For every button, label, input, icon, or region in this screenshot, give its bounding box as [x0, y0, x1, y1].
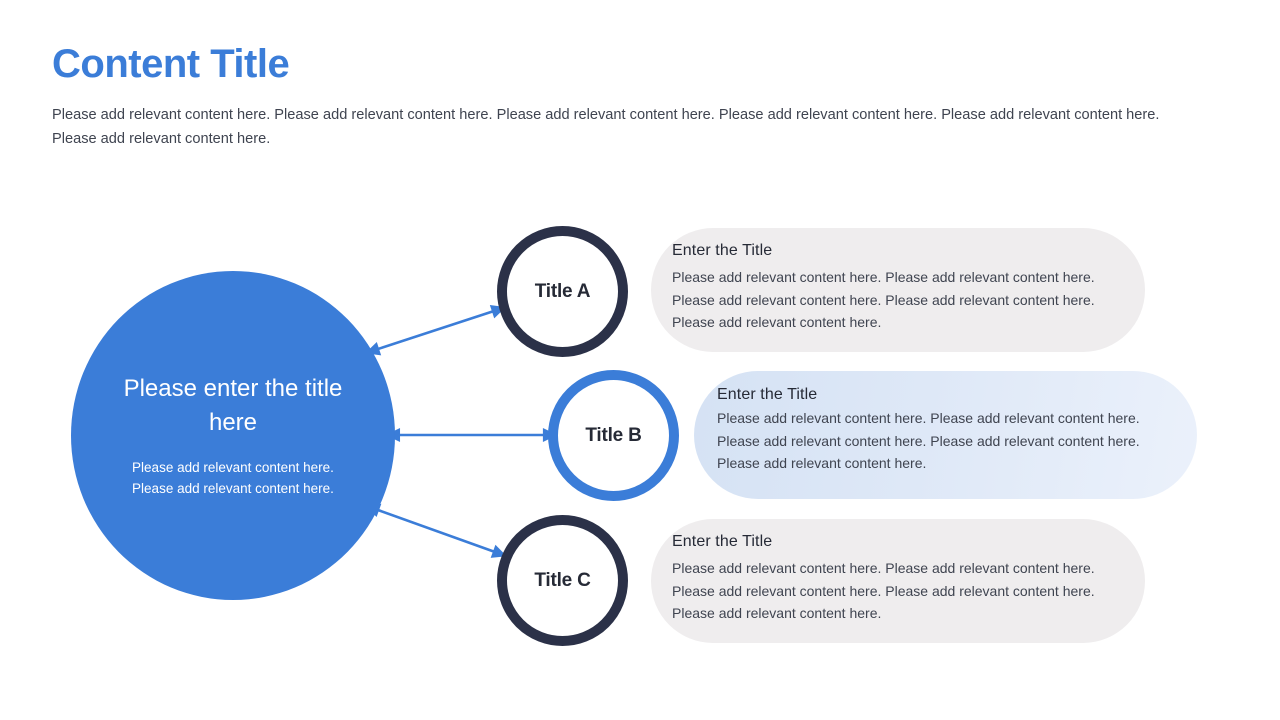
panel-body-a: Please add relevant content here. Please… — [672, 269, 1095, 331]
panel-title-a: Enter the Title — [672, 242, 773, 259]
hub-title: Please enter the title here — [123, 374, 343, 436]
page-title: Content Title — [52, 42, 290, 86]
node-label-a: Title A — [534, 280, 591, 302]
node-circle-b[interactable]: Title B — [548, 370, 679, 501]
panel-body-c: Please add relevant content here. Please… — [672, 560, 1095, 622]
node-circle-a[interactable]: Title A — [497, 226, 628, 357]
connector-arrow-a — [365, 304, 506, 356]
page-subtitle: Please add relevant content here. Please… — [52, 107, 1160, 147]
node-label-b: Title B — [585, 424, 642, 446]
content-panel-b[interactable]: Enter the Title Please add relevant cont… — [694, 371, 1197, 499]
hub-body: Please add relevant content here. Please… — [132, 460, 334, 496]
connector-arrow-c — [365, 503, 507, 558]
panel-title-c: Enter the Title — [672, 533, 773, 550]
node-label-c: Title C — [534, 569, 591, 591]
hub-circle[interactable]: Please enter the title here Please add r… — [71, 271, 395, 600]
panel-title-b: Enter the Title — [717, 386, 818, 403]
panel-body-b: Please add relevant content here. Please… — [717, 410, 1140, 472]
content-panel-a[interactable]: Enter the Title Please add relevant cont… — [651, 228, 1145, 352]
node-circle-c[interactable]: Title C — [497, 515, 628, 646]
content-panel-c[interactable]: Enter the Title Please add relevant cont… — [651, 519, 1145, 643]
